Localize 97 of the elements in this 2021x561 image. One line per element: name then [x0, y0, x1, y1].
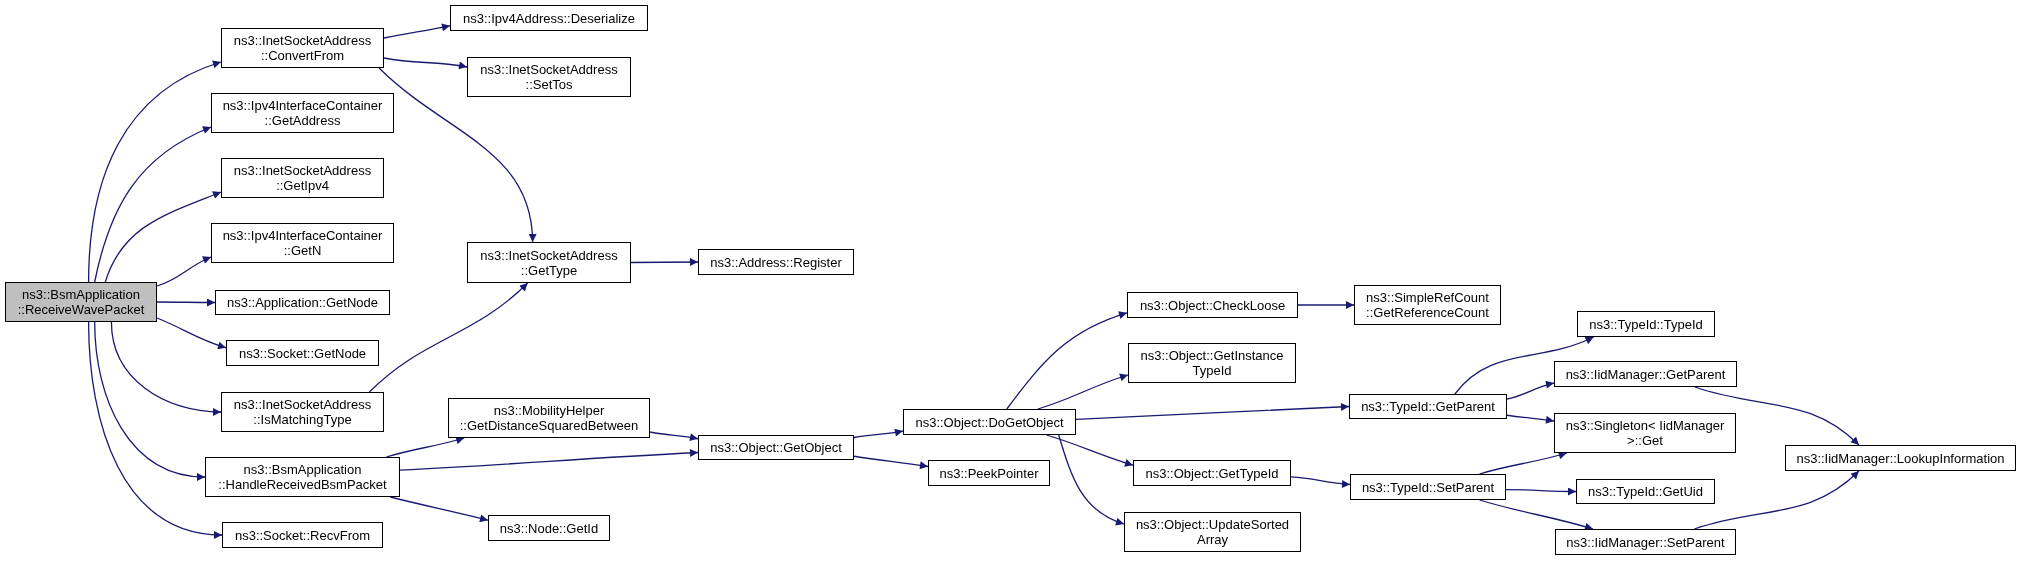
function-box: [1785, 445, 2016, 471]
function-name: ns3::InetSocketAddress ::GetType: [479, 247, 619, 278]
function-name: ns3::Application::GetNode: [226, 295, 378, 310]
function-box: [1354, 285, 1501, 325]
call-arrow: [385, 436, 465, 458]
call-arrow: [1454, 336, 1595, 395]
call-arrow: [853, 428, 904, 439]
call-arrow: [378, 67, 536, 243]
call-arrow: [383, 57, 468, 70]
function-box: [221, 158, 384, 198]
call-arrow: [630, 258, 699, 266]
function-box: [1555, 529, 1736, 555]
function-name: ns3::Object::GetTypeId: [1145, 465, 1279, 481]
function-name: ns3::Object::CheckLoose: [1139, 297, 1286, 313]
function-box: [1576, 479, 1715, 504]
function-name: ns3::Ipv4InterfaceContainer ::GetAddress: [221, 98, 384, 128]
function-box: [211, 93, 394, 133]
function-name: ns3::Socket::RecvFrom: [234, 527, 371, 543]
call-arrow: [1006, 311, 1128, 410]
function-box: [928, 460, 1050, 486]
call-arrow: [1506, 414, 1555, 424]
call-arrow: [110, 321, 222, 416]
function-box: [215, 290, 390, 315]
function-name: ns3::PeekPointer: [939, 465, 1039, 481]
function-box: [222, 522, 383, 548]
function-box: [1554, 361, 1737, 387]
function-name: ns3::InetSocketAddress ::ConvertFrom: [232, 33, 373, 63]
function-box: [1577, 311, 1715, 337]
call-arrow: [368, 282, 529, 393]
function-box: [221, 28, 384, 68]
function-name: ns3::TypeId::SetParent: [1361, 479, 1495, 495]
call-arrow: [1505, 487, 1577, 496]
function-box: [1133, 460, 1291, 486]
call-arrow: [156, 317, 227, 350]
function-name: ns3::TypeId::GetUid: [1588, 484, 1703, 499]
function-name: ns3::BsmApplication ::ReceiveWavePacket: [16, 287, 146, 317]
function-box: [467, 242, 631, 283]
call-arrow: [1045, 434, 1134, 467]
call-arrow: [1478, 499, 1594, 531]
call-arrow: [383, 23, 451, 39]
function-name: ns3::Object::DoGetObject: [915, 414, 1064, 430]
call-arrow: [87, 61, 222, 283]
function-box: [1350, 474, 1506, 500]
function-name: ns3::Ipv4Address::Deserialize: [463, 10, 635, 26]
function-box: [1127, 292, 1298, 318]
call-arrow: [649, 431, 699, 442]
function-box: [221, 392, 384, 432]
call-arrow: [104, 191, 222, 283]
function-box: [226, 340, 379, 366]
function-name: ns3::InetSocketAddress ::IsMatchingType: [232, 397, 373, 427]
function-name: ns3::Object::GetInstance TypeId: [1139, 348, 1285, 378]
call-arrow: [1297, 301, 1355, 309]
function-name: ns3::InetSocketAddress ::GetIpv4: [232, 163, 373, 193]
call-arrow: [1290, 476, 1351, 488]
function-name: ns3::TypeId::GetParent: [1361, 399, 1495, 414]
function-name: ns3::Socket::GetNode: [238, 345, 367, 361]
function-name: ns3::TypeId::TypeId: [1589, 316, 1703, 332]
call-arrow: [399, 448, 699, 471]
function-name: ns3::BsmApplication ::HandleReceivedBsmPacket: [217, 462, 388, 492]
call-arrow: [1478, 451, 1568, 475]
call-arrow: [94, 321, 206, 481]
call-arrow: [853, 455, 929, 470]
function-name: ns3::Object::UpdateSorted Array: [1134, 517, 1291, 547]
call-arrow: [87, 321, 223, 539]
function-name: ns3::InetSocketAddress ::SetTos: [479, 62, 619, 92]
function-name: ns3::IidManager::SetParent: [1566, 534, 1725, 550]
function-name: ns3::MobilityHelper ::GetDistanceSquaredBetween: [458, 403, 640, 433]
call-arrow: [1058, 434, 1125, 526]
function-box: [698, 435, 854, 460]
function-box: [1554, 413, 1736, 453]
function-name: ns3::IidManager::GetParent: [1565, 366, 1726, 382]
function-name: ns3::Singleton< IidManager >::Get: [1564, 418, 1726, 448]
function-box: [903, 409, 1076, 435]
function-name: ns3::Ipv4InterfaceContainer ::GetN: [221, 228, 384, 258]
function-name: ns3::SimpleRefCount ::GetReferenceCount: [1365, 290, 1490, 320]
function-name: ns3::Object::GetObject: [710, 440, 842, 455]
highlighted-function-box: [5, 282, 157, 322]
call-arrow: [156, 256, 212, 287]
call-arrow: [389, 496, 489, 523]
function-box: [1349, 394, 1507, 419]
function-box: [205, 457, 400, 497]
function-box: [211, 223, 394, 263]
function-name: ns3::Address::Register: [710, 254, 842, 270]
function-box: [467, 57, 631, 97]
function-box: [450, 5, 648, 31]
function-box: [448, 398, 650, 438]
function-name: ns3::Node::GetId: [499, 520, 599, 536]
call-arrow: [1037, 373, 1129, 410]
call-arrow: [94, 126, 212, 283]
function-box: [698, 249, 854, 275]
function-box: [1128, 343, 1296, 383]
call-arrow: [1506, 380, 1555, 400]
call-arrow: [1075, 402, 1350, 421]
function-name: ns3::IidManager::LookupInformation: [1796, 450, 2005, 466]
function-box: [1124, 512, 1301, 552]
call-arrow: [156, 298, 216, 307]
function-box: [488, 515, 610, 541]
